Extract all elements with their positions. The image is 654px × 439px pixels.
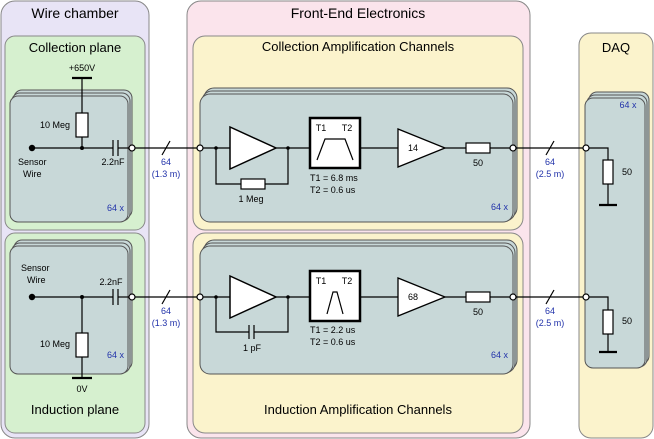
collection-cable-out-count: 64 xyxy=(545,157,555,167)
daq-stack xyxy=(584,91,650,369)
collection-output-resistor-label: 50 xyxy=(473,158,483,168)
collection-hv-label: +650V xyxy=(69,63,95,73)
daq-input-node-2 xyxy=(582,293,590,301)
collection-cable-out-length: (2.5 m) xyxy=(536,169,565,179)
collection-cable-in-count: 64 xyxy=(161,157,171,167)
induction-gain-amp xyxy=(397,277,447,317)
wire-chamber-title: Wire chamber xyxy=(31,5,118,21)
daq-input-node-1 xyxy=(582,144,590,152)
collection-channels-title: Collection Amplification Channels xyxy=(262,39,455,54)
induction-filter-t2-label: T2 xyxy=(342,276,353,286)
collection-plane-count: 64 x xyxy=(107,203,125,213)
induction-cable-out xyxy=(516,289,583,305)
induction-channel-count: 64 x xyxy=(491,350,509,360)
collection-channel-output-node xyxy=(509,144,517,152)
front-end-title: Front-End Electronics xyxy=(291,5,426,21)
induction-feedback-label: 1 pF xyxy=(243,343,262,353)
collection-output-resistor xyxy=(465,142,491,154)
induction-filter-t2: T2 = 0.6 us xyxy=(310,337,356,347)
daq-resistor-1-label: 50 xyxy=(622,167,632,177)
induction-sensor-label-1: Sensor xyxy=(21,263,50,273)
collection-feedback-label: 1 Meg xyxy=(238,194,263,204)
collection-sensor-label-1: Sensor xyxy=(18,157,47,167)
induction-preamp xyxy=(229,274,278,320)
daq-termination-resistor-1 xyxy=(602,159,614,185)
induction-cable-in-count: 64 xyxy=(161,306,171,316)
collection-cable-in-length: (1.3 m) xyxy=(152,169,181,179)
collection-gain-label: 14 xyxy=(408,143,418,153)
collection-capacitor-label: 2.2nF xyxy=(101,157,125,167)
induction-filter-t1: T1 = 2.2 us xyxy=(310,325,356,335)
collection-feedback-loop xyxy=(215,148,289,190)
daq-count: 64 x xyxy=(619,100,637,110)
induction-channel-output-node xyxy=(509,293,517,301)
induction-plane-title: Induction plane xyxy=(31,402,119,417)
collection-gain-amp xyxy=(397,128,447,168)
induction-feedback-loop xyxy=(215,297,289,339)
induction-sensor-label-2: Wire xyxy=(27,275,46,285)
induction-channel-input-node xyxy=(196,293,204,301)
induction-cable-in xyxy=(135,289,197,305)
induction-filter-t1-label: T1 xyxy=(316,276,327,286)
induction-cable-out-length: (2.5 m) xyxy=(536,318,565,328)
collection-filter-t1-label: T1 xyxy=(316,123,327,133)
collection-filter-t2-label: T2 xyxy=(342,123,353,133)
induction-resistor-label: 10 Meg xyxy=(40,339,70,349)
collection-preamp xyxy=(229,125,278,171)
collection-cable-out xyxy=(516,140,583,156)
collection-plane-title: Collection plane xyxy=(29,40,122,55)
collection-sensor-label-2: Wire xyxy=(23,169,42,179)
collection-filter-t1: T1 = 6.8 ms xyxy=(310,173,358,183)
induction-output-resistor-label: 50 xyxy=(473,307,483,317)
collection-resistor-label: 10 Meg xyxy=(40,120,70,130)
collection-feedback-resistor xyxy=(240,178,266,190)
collection-hv-bias xyxy=(72,76,92,148)
collection-channel-input-node xyxy=(196,144,204,152)
induction-output-resistor xyxy=(465,291,491,303)
daq-title: DAQ xyxy=(602,40,630,55)
collection-shaping-filter xyxy=(308,116,362,170)
induction-capacitor-label: 2.2nF xyxy=(99,277,123,287)
induction-bias xyxy=(72,297,92,380)
induction-plane-output-node xyxy=(128,293,136,301)
daq-resistor-2-label: 50 xyxy=(622,316,632,326)
induction-plane-stack xyxy=(9,239,133,375)
induction-cable-in-length: (1.3 m) xyxy=(152,318,181,328)
induction-bias-resistor xyxy=(75,332,89,358)
daq-termination-resistor-2 xyxy=(602,309,614,335)
induction-cable-out-count: 64 xyxy=(545,306,555,316)
induction-shaping-filter xyxy=(308,269,362,323)
induction-ground-label: 0V xyxy=(76,384,87,394)
collection-plane-output-node xyxy=(128,144,136,152)
collection-channel-count: 64 x xyxy=(491,202,509,212)
induction-channels-title: Induction Amplification Channels xyxy=(264,402,452,417)
collection-bias-resistor xyxy=(75,112,89,138)
collection-filter-t2: T2 = 0.6 us xyxy=(310,185,356,195)
induction-gain-label: 68 xyxy=(408,292,418,302)
induction-plane-count: 64 x xyxy=(107,350,125,360)
collection-plane-stack xyxy=(9,89,133,223)
collection-cable-in xyxy=(135,140,197,156)
